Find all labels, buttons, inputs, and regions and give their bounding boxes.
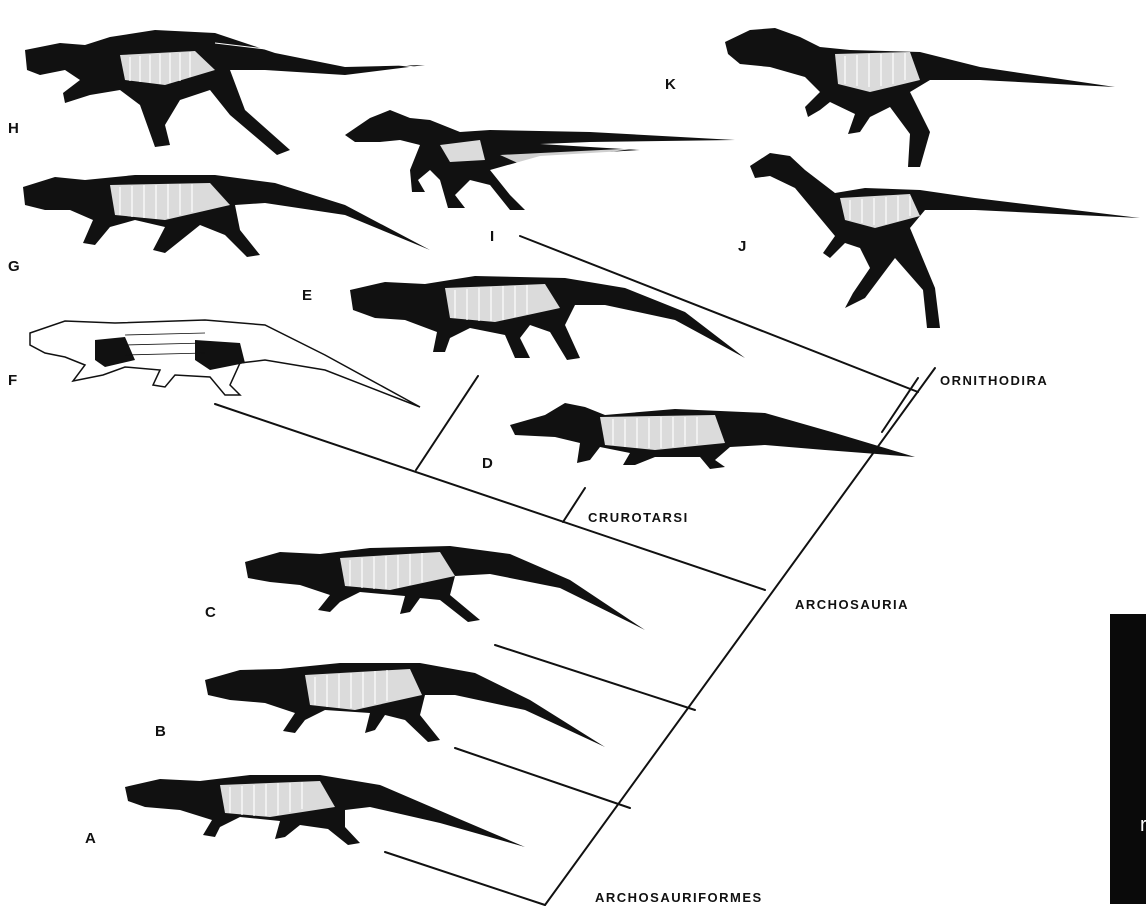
taxon-label-i: I: [490, 228, 494, 245]
skeleton-i: [340, 100, 740, 215]
skeleton-e: [345, 270, 750, 370]
taxon-label-a: A: [85, 830, 96, 847]
taxon-label-d: D: [482, 455, 493, 472]
taxon-label-g: G: [8, 258, 20, 275]
taxon-label-c: C: [205, 604, 216, 621]
taxon-label-h: H: [8, 120, 19, 137]
panel-text-fragment: r: [1140, 814, 1146, 837]
skeleton-c: [240, 540, 650, 635]
branch-d: [563, 488, 585, 522]
skeleton-b: [200, 655, 610, 750]
skeleton-d: [505, 395, 920, 475]
taxon-label-f: F: [8, 372, 17, 389]
clade-label-archosauria: ARCHOSAURIA: [795, 597, 909, 612]
taxon-label-j: J: [738, 238, 746, 255]
dark-side-panel: r: [1110, 614, 1146, 904]
skeleton-j: [745, 148, 1145, 333]
branch-a: [385, 852, 545, 905]
taxon-label-e: E: [302, 287, 312, 304]
clade-label-ornithodira: ORNITHODIRA: [940, 373, 1048, 388]
clade-label-archosauriformes: ARCHOSAURIFORMES: [595, 890, 763, 905]
skeleton-a: [120, 765, 530, 850]
clade-label-crurotarsi: CRUROTARSI: [588, 510, 689, 525]
taxon-label-b: B: [155, 723, 166, 740]
taxon-label-k: K: [665, 76, 676, 93]
branch-e: [416, 376, 478, 470]
